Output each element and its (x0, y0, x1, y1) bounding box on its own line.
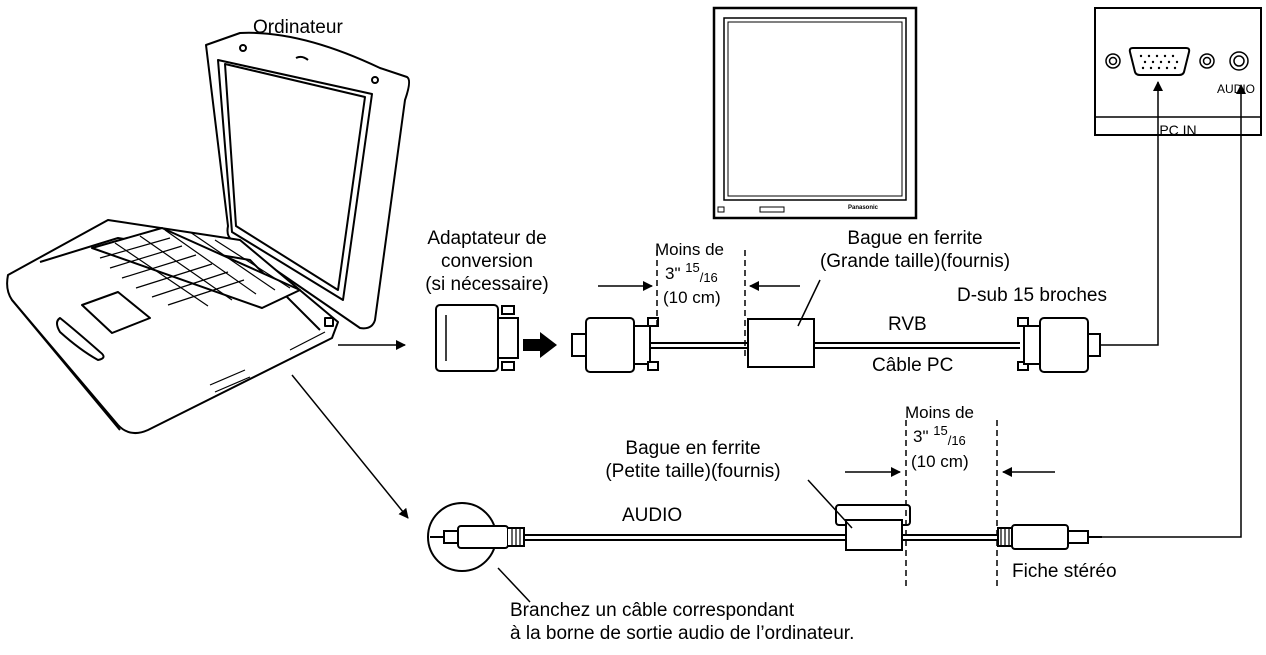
rgb-inches-value: 3" (665, 264, 681, 283)
rgb-distance-cm: (10 cm) (663, 288, 721, 307)
arrow-to-audio-plug (291, 374, 409, 519)
audio-ferrite-line2: (Petite taille)(fournis) (605, 461, 781, 482)
rgb-signal-label: RVB (888, 314, 927, 335)
dsub-connector-label: D-sub 15 broches (957, 285, 1107, 306)
rgb-frac-num: 15 (685, 260, 700, 275)
adapter-label-line3: (si nécessaire) (425, 274, 549, 295)
stereo-plug-label: Fiche stéréo (1012, 561, 1117, 582)
panel-pc-in-label: PC IN (1159, 122, 1197, 138)
computer-label: Ordinateur (253, 17, 343, 38)
rgb-distance-inches: 3" 15/16 (665, 260, 718, 286)
conversion-adapter (435, 304, 519, 372)
audio-distance-label: Moins de (905, 403, 974, 422)
rgb-frac-den: /16 (699, 270, 718, 285)
audio-cable (427, 502, 1102, 572)
pc-cable-label: Câble PC (872, 355, 954, 376)
audio-frac-den: /16 (947, 433, 966, 448)
rgb-distance-marks (598, 250, 821, 360)
terminal-panel (1094, 7, 1262, 136)
rgb-link-line (1100, 81, 1163, 346)
adapter-label-line2: conversion (441, 251, 533, 272)
audio-inches-value: 3" (913, 427, 929, 446)
panel-audio-label: AUDIO (1217, 82, 1256, 96)
audio-link-line (1102, 84, 1246, 538)
rgb-ferrite-line1: Bague en ferrite (847, 228, 983, 249)
note-line1: Branchez un câble correspondant (510, 600, 795, 621)
display-illustration (712, 6, 918, 220)
display-brand-logo: Panasonic (848, 205, 879, 211)
audio-frac-num: 15 (933, 423, 948, 438)
audio-distance-cm: (10 cm) (911, 452, 969, 471)
note-line2: à la borne de sortie audio de l’ordinate… (510, 623, 855, 644)
audio-ferrite-line1: Bague en ferrite (625, 438, 761, 459)
laptop-illustration (6, 31, 411, 435)
audio-distance-inches: 3" 15/16 (913, 423, 966, 449)
dsub-pins (1139, 54, 1179, 70)
rgb-cable (571, 317, 1101, 373)
connect-arrow-icon (523, 332, 557, 358)
rgb-ferrite-line2: (Grande taille)(fournis) (819, 251, 1011, 272)
rgb-distance-label: Moins de (655, 240, 724, 259)
audio-distance-marks (497, 420, 1055, 603)
audio-signal-label: AUDIO (622, 505, 683, 526)
adapter-label-line1: Adaptateur de (427, 228, 547, 249)
